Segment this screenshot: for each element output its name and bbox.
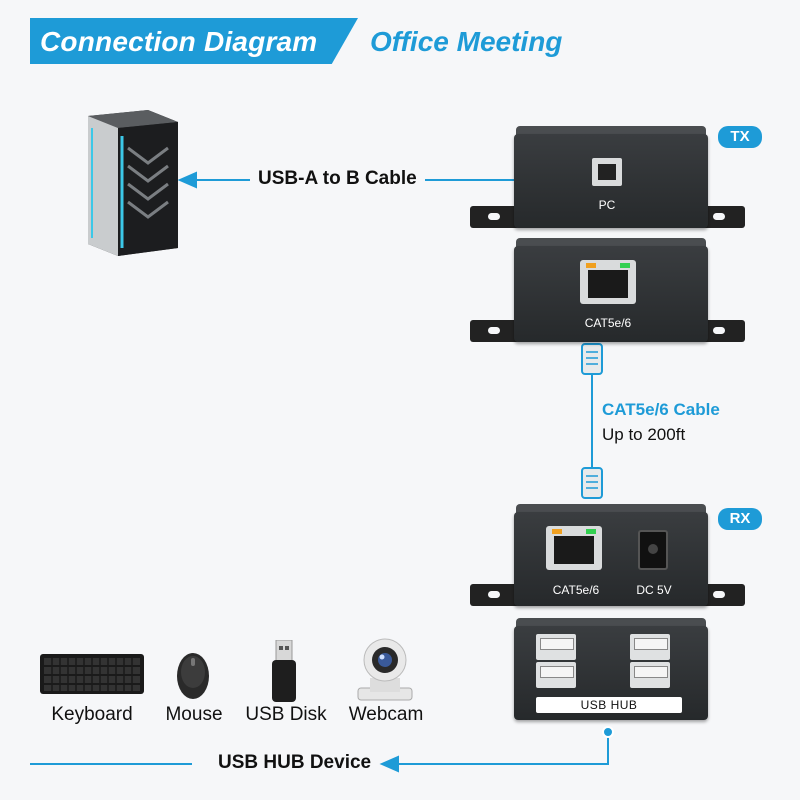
cat-cable-title: CAT5e/6 Cable xyxy=(602,400,720,419)
rj45-plug-top-icon xyxy=(581,343,603,375)
usb-b-port-icon xyxy=(592,158,622,186)
tx-back-flange-left xyxy=(470,320,520,342)
usb-disk-icon xyxy=(272,640,296,702)
tx-badge: TX xyxy=(718,126,762,148)
usb-hub-label: USB HUB xyxy=(536,697,682,713)
tx-pc-port-label: PC xyxy=(598,198,616,212)
tx-cat-port-label: CAT5e/6 xyxy=(584,316,632,330)
peripheral-label-usb-disk: USB Disk xyxy=(245,704,327,725)
rx-rj45-port-icon xyxy=(546,526,602,570)
keyboard-icon xyxy=(40,654,144,694)
webcam-icon xyxy=(357,638,413,701)
mouse-icon xyxy=(177,653,209,699)
peripheral-label-keyboard: Keyboard xyxy=(51,704,133,725)
peripheral-label-mouse: Mouse xyxy=(165,704,223,725)
rx-dc-port-label: DC 5V xyxy=(636,583,672,597)
title-banner xyxy=(30,18,358,64)
usb-hub-device-label: USB HUB Device xyxy=(210,752,380,774)
usb-a-port-icon xyxy=(536,662,576,688)
rx-front-flange-left xyxy=(470,584,520,606)
usb-cable-label: USB-A to B Cable xyxy=(250,168,425,190)
usb-arrow-left xyxy=(177,171,197,189)
hub-line xyxy=(392,732,609,765)
cat-cable-range: Up to 200ft xyxy=(602,425,686,444)
page-title: Connection Diagram xyxy=(40,26,318,57)
usb-a-port-icon xyxy=(630,662,670,688)
usb-a-port-icon xyxy=(630,634,670,660)
rj45-plug-bottom-icon xyxy=(581,467,603,499)
page-subtitle: Office Meeting xyxy=(370,26,563,57)
pc-tower-icon xyxy=(88,110,178,256)
rx-cat-port-label: CAT5e/6 xyxy=(552,583,600,597)
tx-rj45-port-icon xyxy=(580,260,636,304)
rx-badge: RX xyxy=(718,508,762,530)
usb-a-port-icon xyxy=(536,634,576,660)
peripheral-label-webcam: Webcam xyxy=(348,704,424,725)
tx-front-flange-left xyxy=(470,206,520,228)
dc-jack-icon xyxy=(638,530,668,570)
